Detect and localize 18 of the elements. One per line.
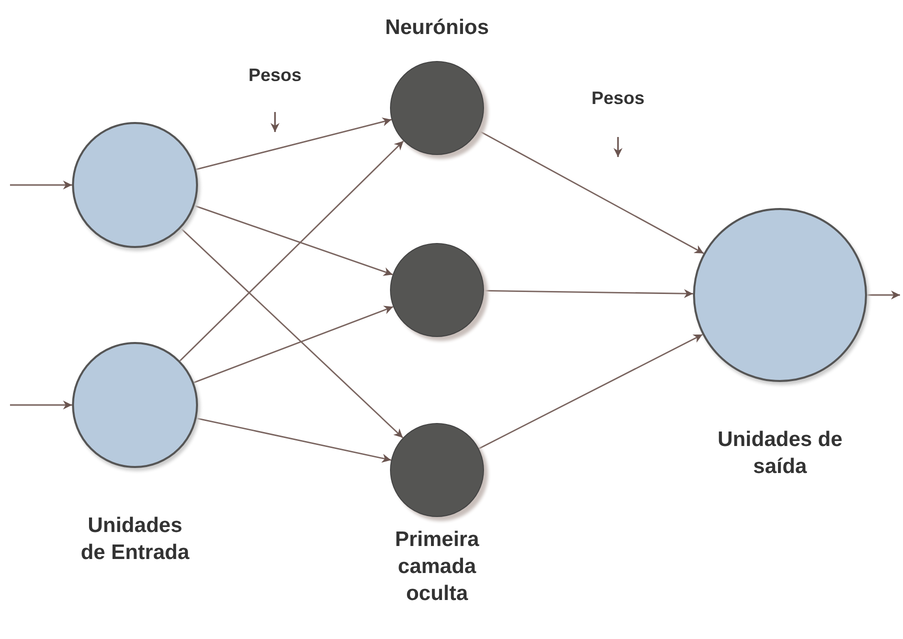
layer-caption: Unidades de Entrada xyxy=(80,513,190,566)
weights-label: Pesos xyxy=(247,64,303,87)
arrow xyxy=(478,130,704,254)
layer-caption: Unidades de saída xyxy=(716,427,844,480)
arrow xyxy=(194,205,393,276)
arrow xyxy=(478,334,703,450)
arrow xyxy=(196,117,392,170)
arrow xyxy=(194,306,394,384)
arrow xyxy=(867,290,900,300)
arrow xyxy=(484,289,694,298)
weights-label: Pesos xyxy=(590,87,646,110)
layer-caption: Neurónios xyxy=(384,15,490,41)
layer-caption: Primeira camada oculta xyxy=(394,527,480,607)
arrow xyxy=(179,140,404,362)
arrow xyxy=(180,228,404,438)
arrow xyxy=(10,400,72,410)
arrow xyxy=(10,180,72,190)
arrow xyxy=(196,418,392,463)
